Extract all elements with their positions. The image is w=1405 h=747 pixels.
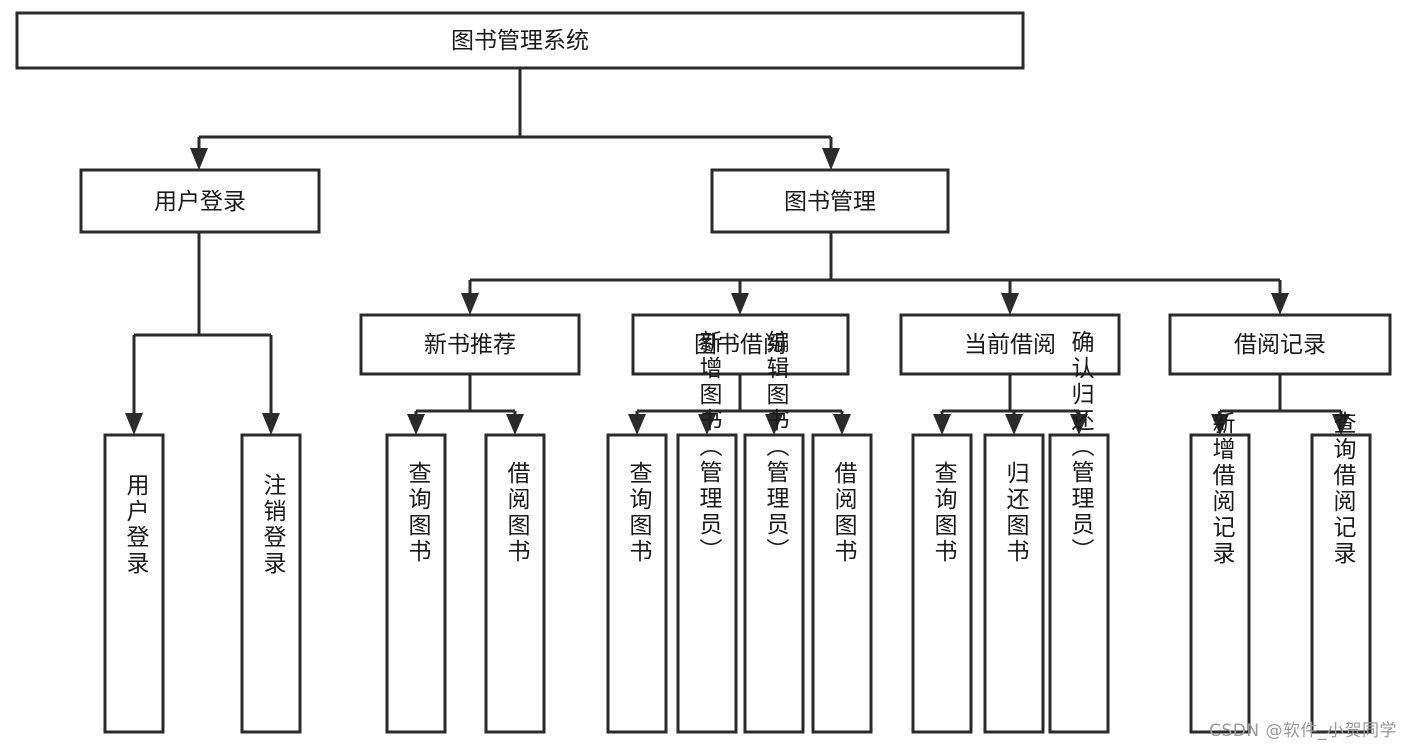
leaf-query-book-borrow-box[interactable] — [606, 433, 668, 734]
arrowhead-leaf-query-borrow-record — [1332, 414, 1350, 435]
node-book-management-box[interactable] — [710, 168, 950, 234]
arrowhead-leaf-borrow-book — [833, 414, 851, 435]
leaf-user-login-label: 用户登录 — [122, 473, 150, 577]
arrowhead-leaf-logout — [262, 413, 280, 435]
leaf-borrow-book-label: 借阅图书 — [830, 461, 858, 565]
arrowhead-leaf-user-login — [125, 413, 143, 435]
leaf-add-borrow-record[interactable]: 新增借阅记录 — [1189, 411, 1251, 734]
arrowhead-to-book-management — [822, 148, 840, 170]
leaf-user-login-box[interactable] — [103, 433, 165, 734]
node-book-management-label: 图书管理 — [784, 189, 876, 215]
arrowhead-leaf-return-book — [1005, 414, 1023, 435]
node-root-system-box[interactable] — [15, 11, 1025, 70]
node-new-book-recommend-label: 新书推荐 — [424, 332, 516, 358]
connectors-layer — [125, 68, 1350, 435]
leaf-logout[interactable]: 注销登录 — [240, 433, 302, 734]
leaf-logout-box[interactable] — [240, 433, 302, 734]
leaf-query-book-borrow[interactable]: 查询图书 — [606, 433, 668, 734]
leaf-query-book-current-label: 查询图书 — [930, 461, 958, 565]
leaf-query-borrow-record[interactable]: 查询借阅记录 — [1310, 411, 1372, 734]
leaf-confirm-return[interactable]: 确认归还（管理员） — [1048, 330, 1110, 734]
leaf-add-borrow-record-box[interactable] — [1189, 433, 1251, 734]
leaf-edit-book[interactable]: 编辑图书（管理员） — [743, 330, 805, 734]
node-root-system[interactable]: 图书管理系统 — [15, 11, 1025, 70]
arrowhead-to-current-borrow — [1001, 293, 1019, 315]
leaf-query-book-current[interactable]: 查询图书 — [911, 433, 973, 734]
arrowhead-to-book-borrow — [731, 293, 749, 315]
leaf-confirm-return-box[interactable] — [1048, 433, 1110, 734]
leaf-borrow-book-box[interactable] — [811, 433, 873, 734]
node-user-login[interactable]: 用户登录 — [79, 168, 321, 234]
arrowhead-leaf-query-book-current — [933, 414, 951, 435]
leaf-query-book-current-box[interactable] — [911, 433, 973, 734]
leaf-query-book-recommend-box[interactable] — [385, 433, 447, 734]
leaf-add-book-label: 新增图书（管理员） — [695, 330, 723, 564]
node-borrow-record[interactable]: 借阅记录 — [1168, 313, 1392, 376]
leaf-return-book-label: 归还图书 — [1002, 461, 1030, 565]
leaf-add-book[interactable]: 新增图书（管理员） — [676, 330, 738, 734]
node-current-borrow-label: 当前借阅 — [964, 332, 1056, 358]
leaf-confirm-return-label: 确认归还（管理员） — [1067, 330, 1095, 564]
arrowhead-leaf-add-borrow-record — [1211, 414, 1229, 435]
leaf-borrow-book-recommend[interactable]: 借阅图书 — [484, 433, 546, 734]
node-book-borrow[interactable]: 图书借阅 — [631, 313, 850, 376]
leaf-borrow-book-recommend-box[interactable] — [484, 433, 546, 734]
leaf-edit-book-label: 编辑图书（管理员） — [762, 330, 790, 564]
node-book-management[interactable]: 图书管理 — [710, 168, 950, 234]
arrowhead-leaf-borrow-book-recommend — [506, 414, 524, 435]
leaf-logout-label: 注销登录 — [259, 473, 287, 577]
leaf-borrow-book[interactable]: 借阅图书 — [811, 433, 873, 734]
node-borrow-record-label: 借阅记录 — [1234, 332, 1326, 358]
node-root-system-label: 图书管理系统 — [451, 28, 589, 54]
arrowhead-leaf-query-book-borrow — [628, 414, 646, 435]
leaf-borrow-book-recommend-label: 借阅图书 — [503, 461, 531, 565]
leaf-return-book[interactable]: 归还图书 — [983, 433, 1045, 734]
node-user-login-box[interactable] — [79, 168, 321, 234]
leaf-query-book-borrow-label: 查询图书 — [625, 461, 653, 565]
leaf-query-borrow-record-box[interactable] — [1310, 433, 1372, 734]
arrowhead-leaf-confirm-return — [1070, 414, 1088, 435]
node-borrow-record-box[interactable] — [1168, 313, 1392, 376]
arrowhead-leaf-edit-book — [765, 414, 783, 435]
node-current-borrow-box[interactable] — [899, 313, 1121, 376]
leaf-user-login[interactable]: 用户登录 — [103, 433, 165, 734]
node-new-book-recommend[interactable]: 新书推荐 — [359, 313, 581, 376]
arrowhead-to-borrow-record — [1271, 293, 1289, 315]
leaf-edit-book-box[interactable] — [743, 433, 805, 734]
node-book-borrow-label: 图书借阅 — [694, 332, 786, 358]
leaf-query-book-recommend-label: 查询图书 — [404, 461, 432, 565]
leaf-query-book-recommend[interactable]: 查询图书 — [385, 433, 447, 734]
node-user-login-label: 用户登录 — [154, 189, 246, 215]
leaf-add-borrow-record-label: 新增借阅记录 — [1208, 411, 1236, 567]
leaf-add-book-box[interactable] — [676, 433, 738, 734]
arrowhead-to-user-login — [190, 148, 208, 170]
arrowhead-to-new-book-recommend — [461, 293, 479, 315]
leaf-return-book-box[interactable] — [983, 433, 1045, 734]
node-new-book-recommend-box[interactable] — [359, 313, 581, 376]
node-book-borrow-box[interactable] — [631, 313, 850, 376]
leaf-query-borrow-record-label: 查询借阅记录 — [1329, 411, 1357, 567]
arrowhead-leaf-add-book — [698, 414, 716, 435]
node-current-borrow[interactable]: 当前借阅 — [899, 313, 1121, 376]
arrowhead-leaf-query-book-recommend — [407, 414, 425, 435]
